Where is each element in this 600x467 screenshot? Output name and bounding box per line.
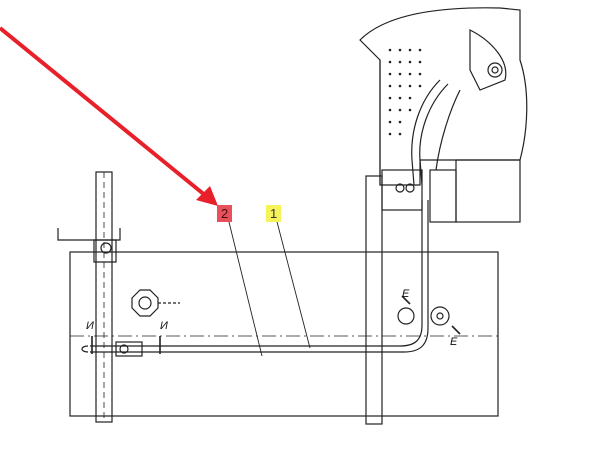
red-pointer-arrow bbox=[0, 26, 218, 206]
housing-perforations bbox=[388, 48, 422, 136]
tank-body bbox=[69, 251, 499, 417]
valve-flange-icon bbox=[131, 289, 159, 317]
clamp-bolt bbox=[100, 242, 112, 254]
right-flange-b bbox=[430, 306, 450, 326]
callout-leaders bbox=[227, 217, 311, 357]
hose-line-2 bbox=[90, 200, 429, 353]
machine-housing bbox=[359, 7, 528, 186]
valve-block bbox=[381, 169, 423, 211]
left-bracket bbox=[57, 228, 121, 241]
callout-1: 1 bbox=[266, 205, 282, 222]
hose-coupling-icon bbox=[115, 341, 143, 357]
hydraulic-block bbox=[455, 159, 521, 223]
callout-2: 2 bbox=[217, 205, 233, 222]
right-flange-a bbox=[397, 307, 415, 325]
section-mark-right-b: E bbox=[450, 336, 458, 348]
section-mark-right-a: E bbox=[402, 288, 410, 300]
right-post bbox=[365, 175, 383, 425]
left-clamp bbox=[93, 239, 117, 263]
section-mark-left-a: И bbox=[86, 320, 94, 332]
section-mark-left-b: И bbox=[160, 320, 168, 332]
hose-line-1 bbox=[90, 200, 423, 347]
upper-fitting bbox=[487, 62, 503, 78]
